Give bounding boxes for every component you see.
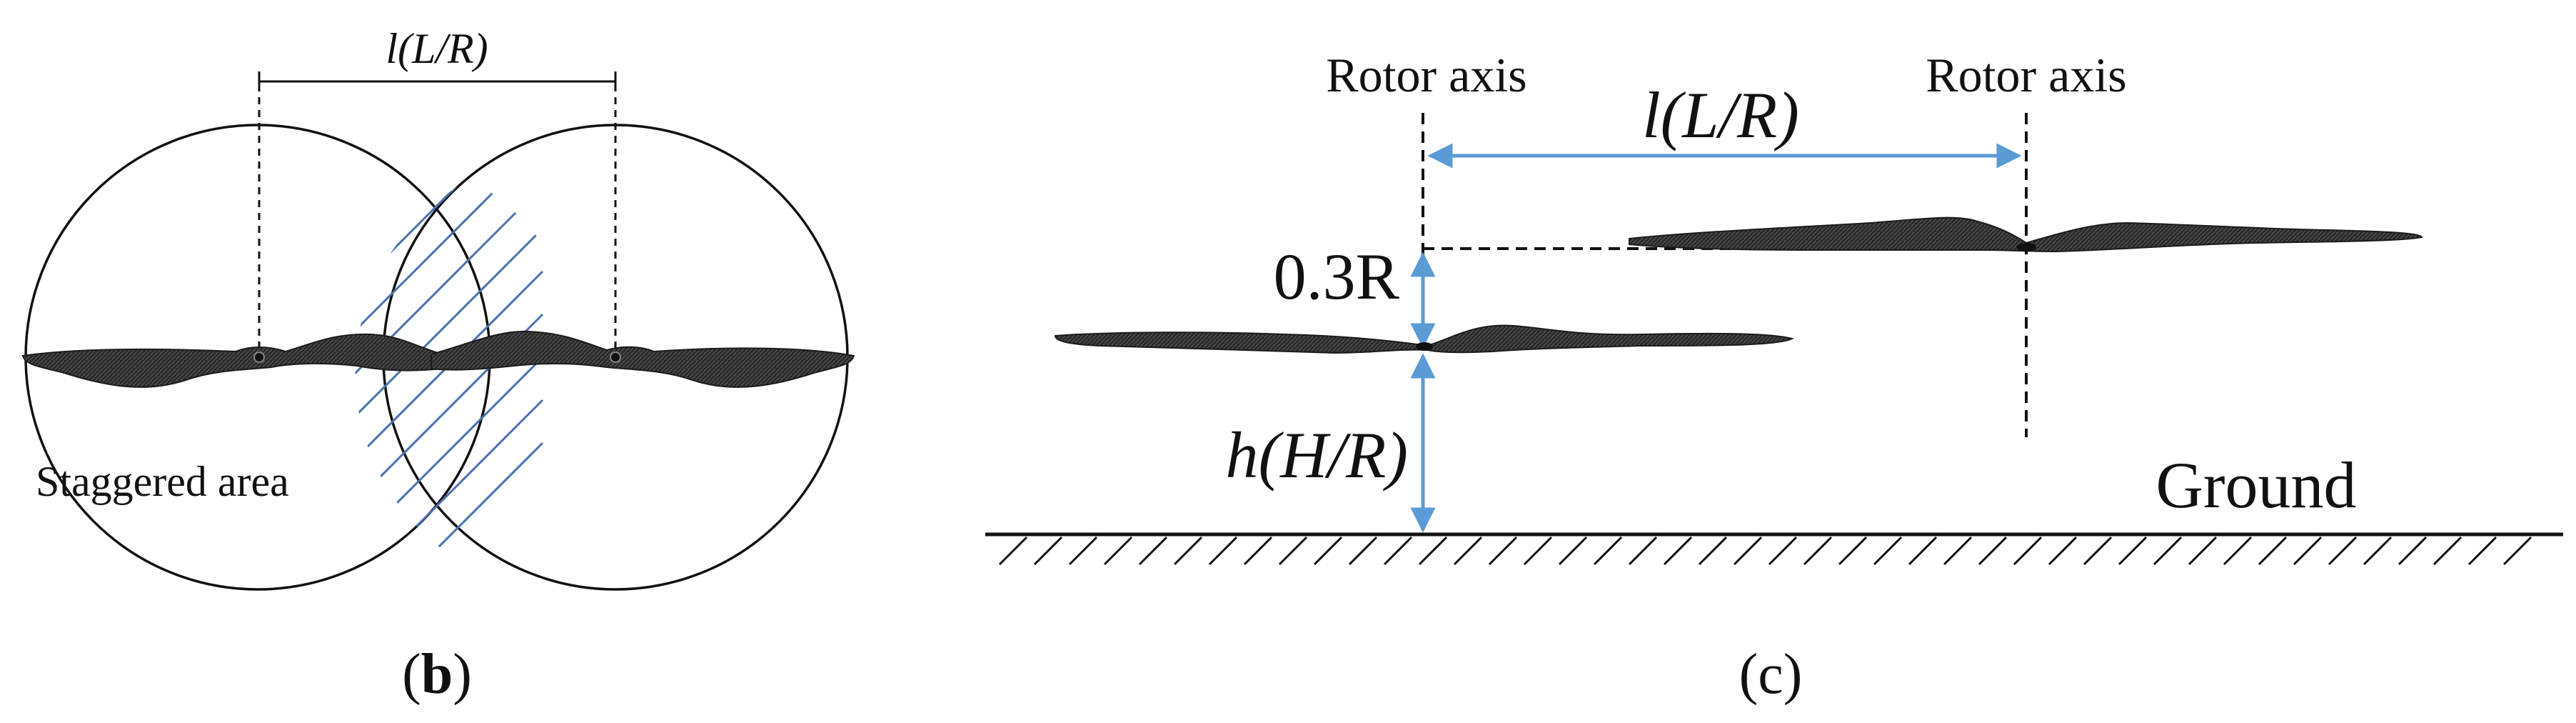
ground-hatch-tick — [2293, 536, 2323, 566]
distance-label-b: l(L/R) — [386, 25, 488, 72]
panel-c: Rotor axis Rotor axis l(L/R) 0.3R h(H/R)… — [985, 48, 2563, 706]
hub-right-b — [610, 351, 621, 363]
ground-hatch-tick — [1243, 536, 1273, 566]
propeller-upper-c — [1629, 216, 2423, 253]
ground-hatch-tick — [2258, 536, 2288, 566]
ground-hatch-tick — [1208, 536, 1238, 566]
hub-lower-c — [1416, 342, 1433, 351]
ground-hatch-tick — [2223, 536, 2253, 566]
ground-hatch — [998, 536, 2532, 566]
height-label: h(H/R) — [1226, 419, 1408, 492]
ground-hatch-tick — [1628, 536, 1658, 566]
ground-hatch-tick — [1978, 536, 2008, 566]
ground-hatch-tick — [2363, 536, 2393, 566]
ground-hatch-tick — [1103, 536, 1133, 566]
ground-hatch-tick — [1873, 536, 1903, 566]
ground-hatch-tick — [1698, 536, 1728, 566]
caption-c: (c) — [1739, 643, 1803, 706]
ground-hatch-tick — [998, 536, 1028, 566]
ground-label: Ground — [2155, 449, 2356, 522]
ground-hatch-tick — [2432, 536, 2462, 566]
propeller-left-b — [21, 333, 443, 388]
ground-hatch-tick — [2502, 536, 2532, 566]
ground-hatch-tick — [1068, 536, 1098, 566]
ground-hatch-tick — [1278, 536, 1308, 566]
staggered-area-label: Staggered area — [36, 458, 289, 505]
ground-hatch-tick — [2083, 536, 2113, 566]
ground-hatch-tick — [1803, 536, 1833, 566]
rotor-axis-label-left: Rotor axis — [1326, 48, 1526, 102]
ground-hatch-tick — [2188, 536, 2218, 566]
ground-hatch-tick — [1138, 536, 1168, 566]
staggered-area-hatch — [355, 179, 544, 567]
propeller-lower-c — [1054, 324, 1794, 354]
ground-hatch-tick — [1558, 536, 1588, 566]
ground-hatch-tick — [2467, 536, 2497, 566]
hub-upper-c — [2016, 243, 2036, 251]
ground-hatch-tick — [1733, 536, 1763, 566]
panel-b: l(L/R) Staggered area (b) — [21, 25, 855, 706]
ground-hatch-tick — [1453, 536, 1483, 566]
ground-hatch-tick — [1663, 536, 1693, 566]
offset-label: 0.3R — [1274, 240, 1400, 313]
ground-hatch-tick — [1488, 536, 1518, 566]
ground-hatch-tick — [2118, 536, 2148, 566]
ground-hatch-tick — [1943, 536, 1973, 566]
ground-hatch-tick — [2048, 536, 2078, 566]
ground-hatch-tick — [1033, 536, 1063, 566]
ground-hatch-tick — [1418, 536, 1448, 566]
propeller-right-b — [431, 330, 855, 388]
ground-hatch-tick — [1908, 536, 1938, 566]
hub-left-b — [253, 351, 265, 363]
ground-hatch-tick — [2398, 536, 2427, 566]
ground-hatch-tick — [2013, 536, 2043, 566]
ground-hatch-tick — [2328, 536, 2358, 566]
ground-hatch-tick — [1838, 536, 1868, 566]
ground-hatch-tick — [1173, 536, 1203, 566]
ground-hatch-tick — [1768, 536, 1798, 566]
caption-b: (b) — [402, 643, 472, 706]
distance-label-c: l(L/R) — [1642, 79, 1799, 151]
ground-hatch-tick — [2153, 536, 2183, 566]
rotor-axis-label-right: Rotor axis — [1926, 48, 2126, 102]
ground-hatch-tick — [1348, 536, 1378, 566]
ground-hatch-tick — [1383, 536, 1413, 566]
ground-hatch-tick — [1523, 536, 1553, 566]
ground-hatch-tick — [1313, 536, 1343, 566]
ground-hatch-tick — [1593, 536, 1623, 566]
